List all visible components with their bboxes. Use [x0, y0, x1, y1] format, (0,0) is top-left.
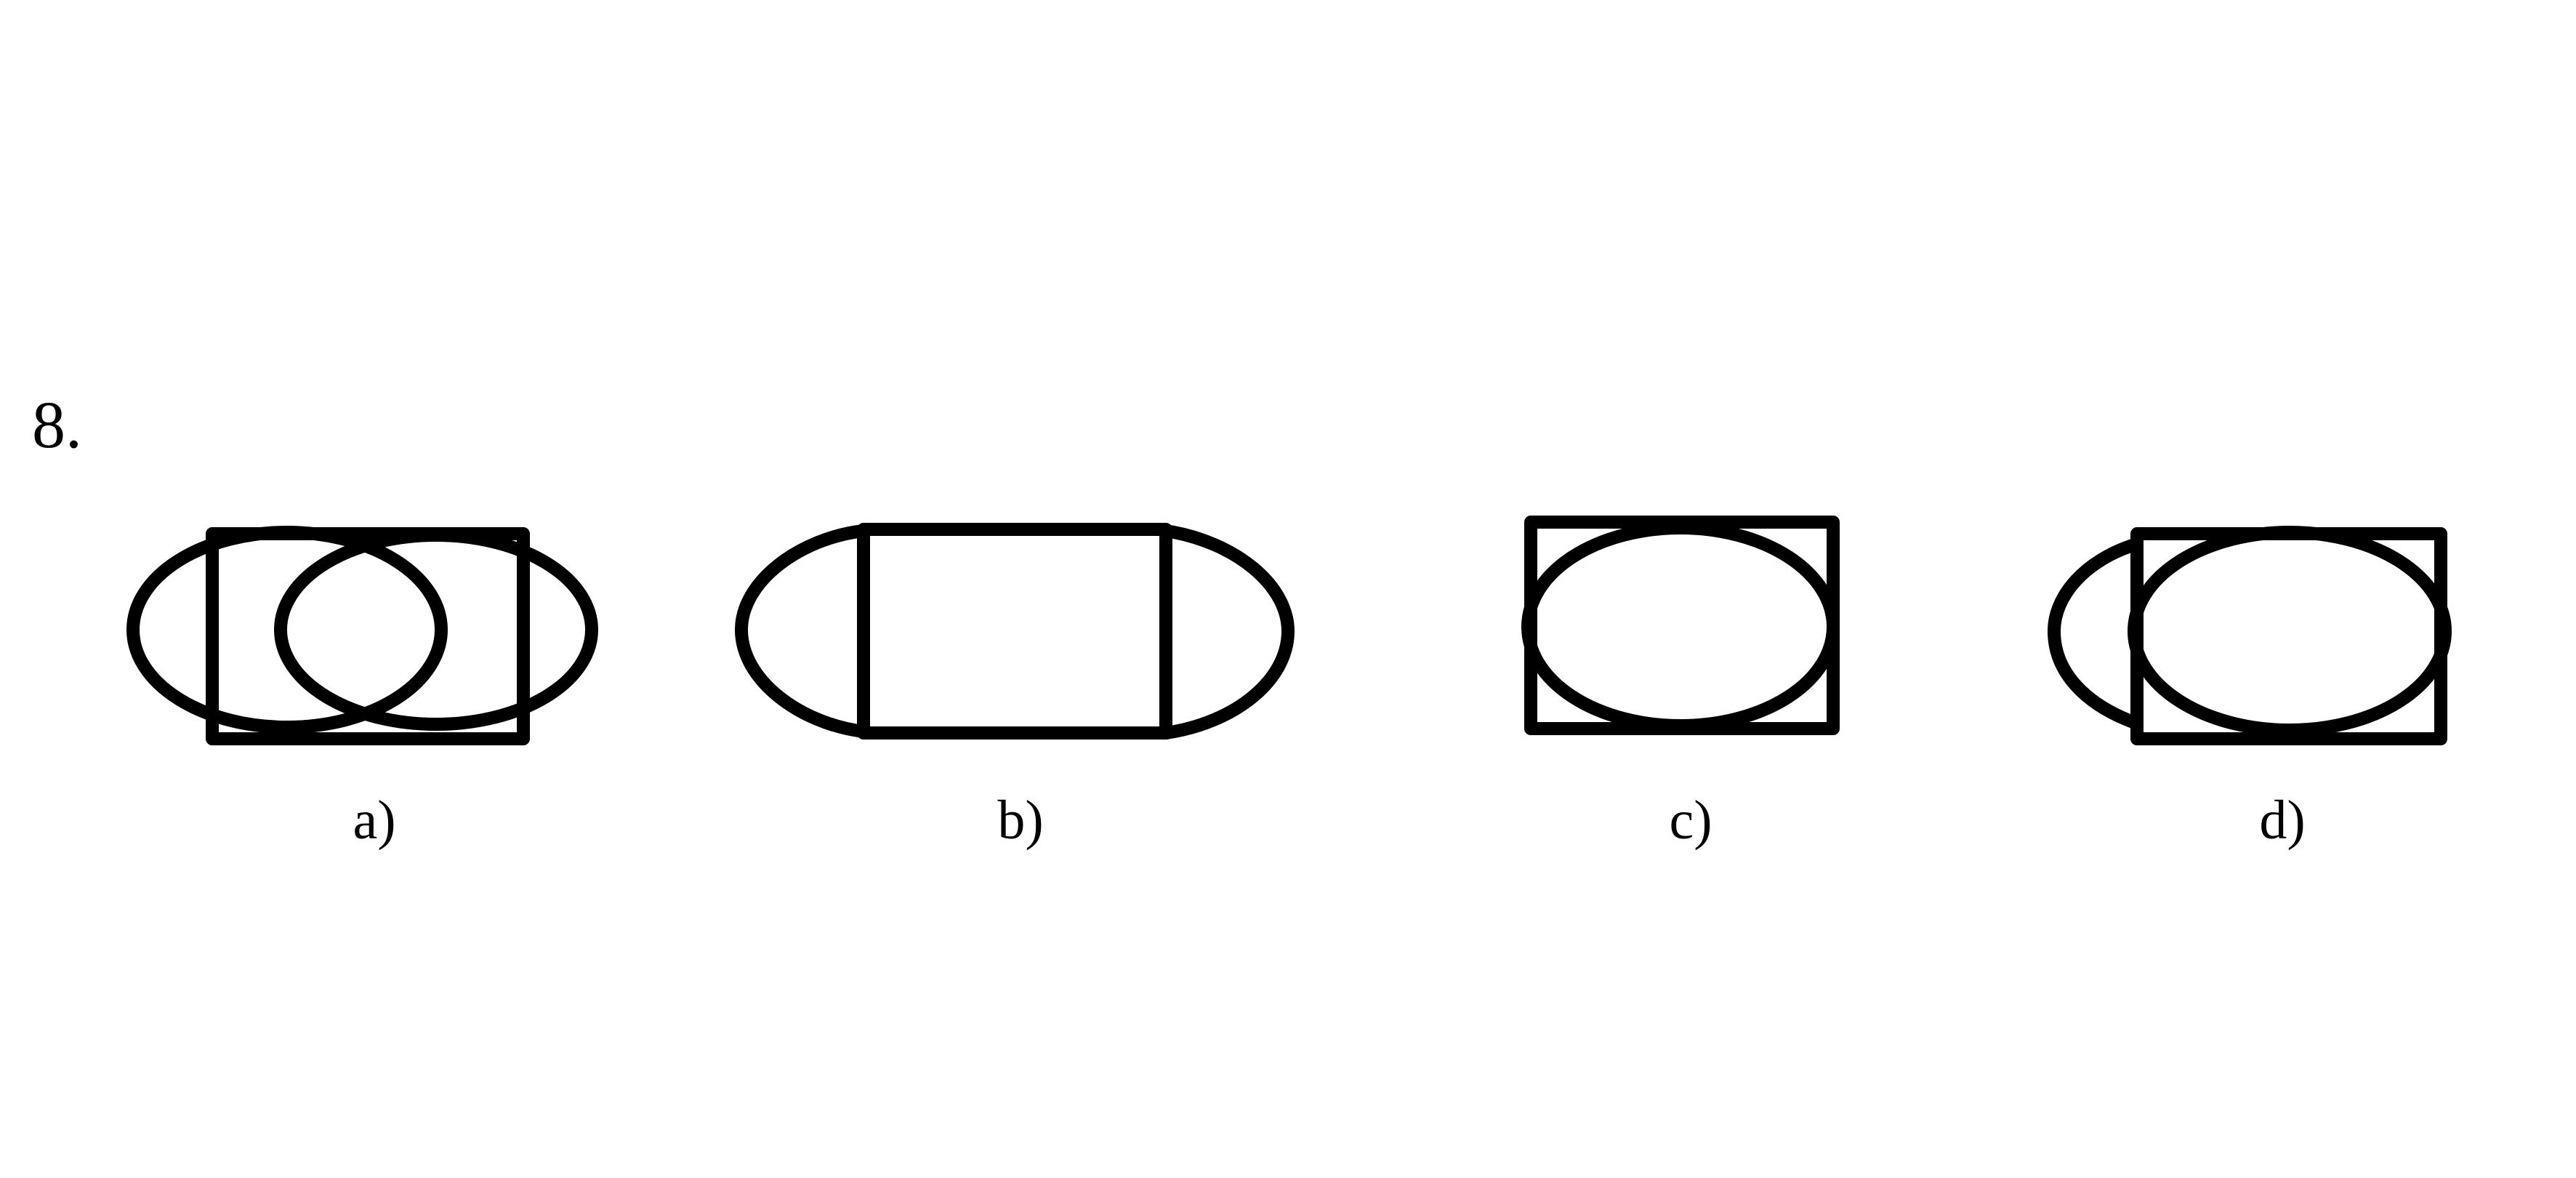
figure-a-left-ellipse — [126, 526, 448, 734]
option-d-label: d) — [2259, 790, 2306, 851]
figure-d — [2048, 526, 2452, 745]
option-a-label: a) — [353, 790, 396, 851]
figure-b-right-cap — [1164, 524, 1295, 740]
figure-d-left-cap — [2048, 537, 2140, 730]
option-b-label: b) — [997, 790, 1044, 851]
figure-b-left-cap — [735, 524, 865, 738]
figure-b — [735, 523, 1295, 740]
option-c-label: c) — [1669, 790, 1712, 851]
figure-c-ellipse — [1521, 521, 1840, 732]
figure-b-rectangle — [857, 523, 1172, 740]
figure-d-ellipse — [2128, 526, 2452, 737]
figure-a-rectangle — [206, 527, 530, 745]
figure-a — [126, 526, 598, 745]
figure-c — [1521, 516, 1840, 735]
question-number: 8. — [32, 388, 82, 462]
figure-a-right-ellipse — [274, 529, 598, 731]
